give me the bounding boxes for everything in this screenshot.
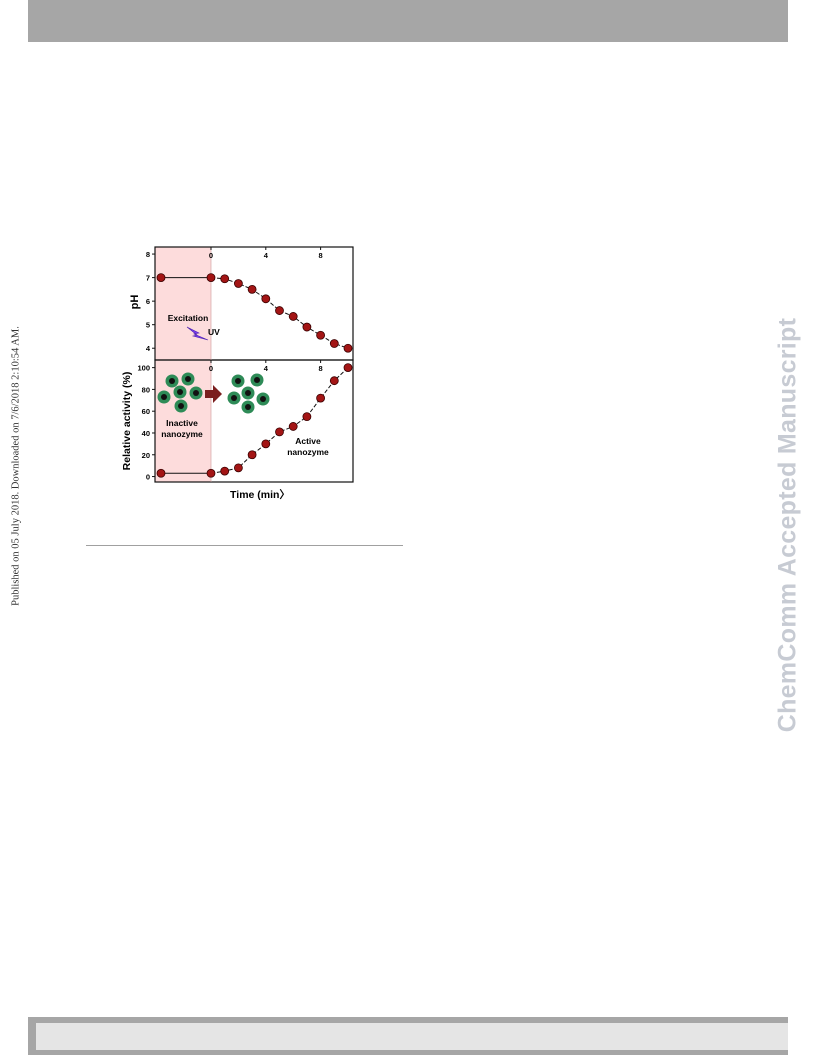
ph-axis-label: pH [129,295,141,310]
inactive-label-line1: Inactive [166,418,198,428]
data-point [343,343,353,353]
y-tick-label: 7 [146,274,150,283]
data-series [156,273,353,478]
data-point [261,294,271,304]
y-tick-label: 20 [142,451,150,460]
nanoparticle-icon [189,386,203,400]
x-tick-label: 4 [264,251,269,260]
activity-panel-frame [154,359,354,483]
data-point [247,450,257,460]
data-point [247,284,257,294]
nanoparticle-icon [173,385,187,399]
y-tick-label: 4 [146,344,151,353]
accepted-manuscript-watermark: ChemComm Accepted Manuscript [773,317,802,733]
inactive-label-line2: nanozyme [161,429,203,439]
data-point [206,273,216,283]
nanozyme-figure: pH Relative activity (%) Time (min〉 Exci… [121,246,354,501]
x-tick-label: 0 [209,251,213,260]
data-point [275,306,284,315]
data-point [156,273,166,283]
inactive-nanozyme-cluster [157,372,203,413]
y-tick-label: 80 [142,385,150,394]
y-tick-label: 60 [142,407,150,416]
data-point [288,312,298,321]
active-label-line2: nanozyme [287,447,329,457]
y-tick-label: 100 [137,364,150,373]
data-point [302,322,312,332]
x-tick-label: 4 [264,364,269,373]
data-point [302,412,312,422]
data-point [220,274,230,284]
nanoparticle-icon [241,386,255,400]
data-point [329,376,339,386]
data-point [288,422,298,431]
excitation-label: Excitation [168,313,209,323]
y-tick-label: 5 [146,321,150,330]
data-point [261,439,271,449]
excitation-region [155,247,211,482]
nanoparticle-icon [241,400,255,414]
series-line [210,367,349,474]
active-label-line1: Active [295,436,321,446]
data-point [234,279,243,288]
y-tick-label: 8 [146,250,150,259]
uv-lightning-icon [186,326,209,341]
data-point [316,393,326,403]
y-tick-label: 6 [146,297,150,306]
y-tick-label: 40 [142,429,150,438]
time-axis-label: Time (min〉 [230,488,290,501]
data-point [343,363,353,373]
publication-note: Published on 05 July 2018. Downloaded on… [10,326,22,606]
data-point [156,468,166,478]
data-point [275,427,284,437]
y-tick-label: 0 [146,473,150,482]
data-point [329,339,339,348]
nanoparticle-icon [250,373,264,387]
data-point [316,330,326,340]
uv-label: UV [208,327,220,337]
nanoparticle-icon [231,374,245,388]
header-bar [28,0,788,42]
x-tick-label: 8 [319,364,323,373]
nanoparticle-icon [181,372,195,386]
nanoparticle-icon [157,390,171,404]
data-point [220,466,230,476]
x-tick-label: 8 [319,251,323,260]
data-point [206,468,216,478]
nanoparticle-icon [256,392,270,406]
nanoparticle-icon [174,399,188,413]
nanoparticle-icon [227,391,241,405]
footer-inner [36,1023,788,1050]
data-point [234,463,243,473]
active-nanozyme-cluster [227,373,270,414]
x-tick-label: 0 [209,364,213,373]
caption-rule [86,545,403,546]
activity-axis-label: Relative activity (%) [121,372,133,471]
nanoparticle-icon [165,374,179,388]
conversion-arrow-icon [205,385,222,403]
